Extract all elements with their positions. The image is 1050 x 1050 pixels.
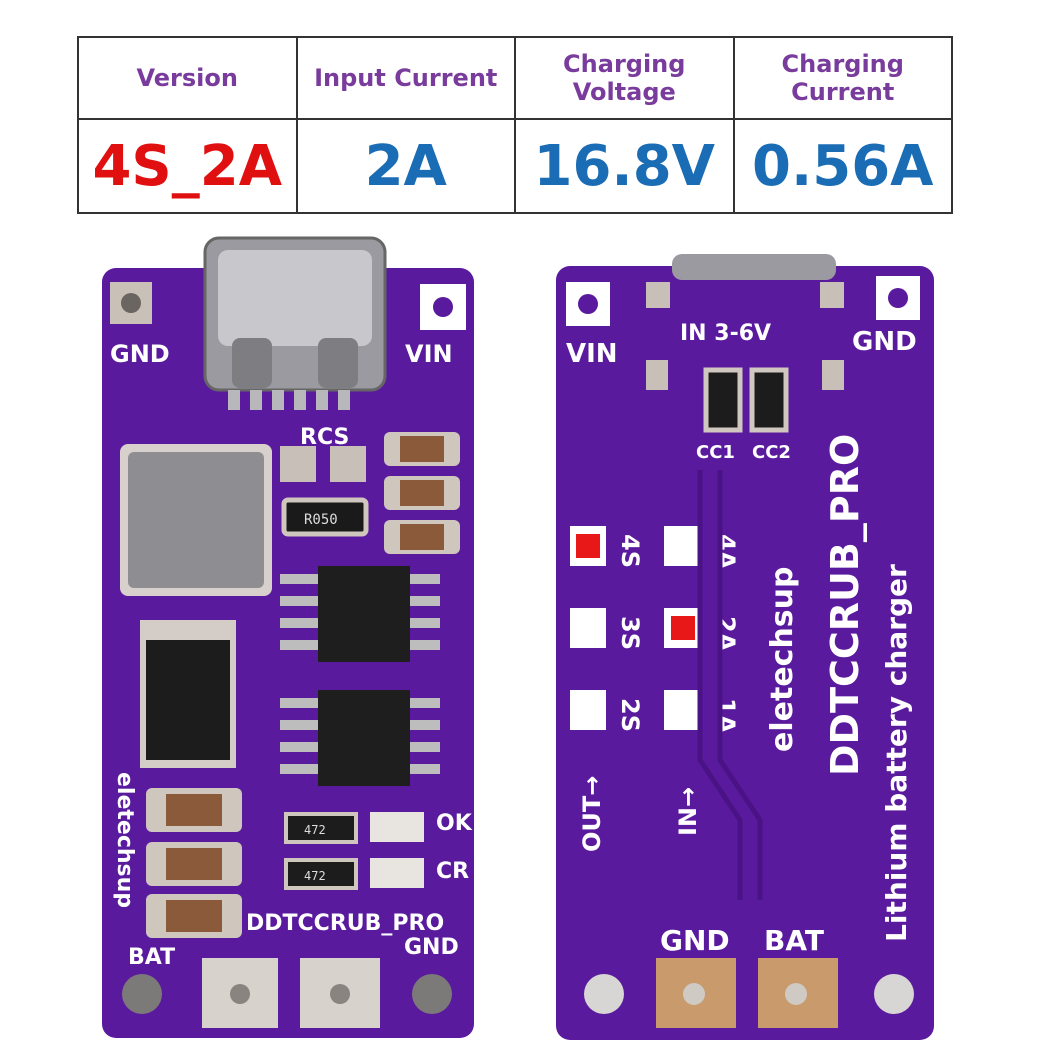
jumper-2s: [570, 690, 606, 730]
jumper-4a: [664, 526, 702, 566]
cc2-resistor: [749, 367, 789, 433]
value-version: 4S_2A: [77, 118, 298, 214]
front-model: DDTCCRUB_PRO: [246, 911, 444, 936]
front-gnd-label: GND: [110, 340, 170, 368]
svg-text:OK: OK: [436, 811, 473, 836]
value-charging-current: 0.56A: [732, 118, 953, 214]
ic-chip-1: [280, 566, 440, 662]
svg-text:3S: 3S: [616, 616, 644, 650]
jumper-4s-selected: [576, 534, 600, 558]
back-description: Lithium battery charger: [880, 564, 913, 942]
capacitors-right: [384, 432, 460, 554]
svg-text:OUT→: OUT→: [578, 776, 606, 852]
usb-c-pins: [228, 390, 350, 410]
svg-text:GND: GND: [660, 924, 730, 957]
ok-led: [370, 812, 424, 842]
svg-text:CC2: CC2: [752, 442, 791, 463]
svg-text:IN→: IN→: [674, 787, 702, 836]
svg-text:1A: 1A: [712, 698, 740, 734]
current-sense-resistor: [281, 497, 369, 537]
svg-text:VIN: VIN: [566, 339, 618, 369]
capacitors-left: [146, 788, 242, 938]
svg-text:CC1: CC1: [696, 442, 735, 463]
cr-led: [370, 858, 424, 888]
ic-chip-2: [280, 690, 440, 786]
cc1-resistor: [703, 367, 743, 433]
svg-text:R050: R050: [304, 512, 338, 528]
value-input-current: 2A: [295, 118, 516, 214]
front-board: GND VIN RCS R050: [102, 236, 474, 1038]
back-model: DDTCCRUB_PRO: [823, 434, 867, 776]
svg-text:BAT: BAT: [128, 945, 175, 970]
header-input-current: Input Current: [295, 36, 516, 120]
back-pcb: [556, 266, 934, 1040]
value-charging-voltage: 16.8V: [514, 118, 735, 214]
header-charging-voltage: Charging Voltage: [514, 36, 735, 120]
svg-text:4S: 4S: [616, 534, 644, 568]
svg-text:2S: 2S: [616, 698, 644, 732]
back-usb-edge: [672, 254, 836, 280]
front-brand: eletechsup: [112, 772, 137, 908]
svg-text:472: 472: [304, 823, 326, 837]
back-brand: eletechsup: [765, 567, 800, 753]
jumper-1a: [664, 690, 702, 730]
header-version: Version: [77, 36, 298, 120]
rcs-label: RCS: [300, 425, 349, 450]
svg-text:472: 472: [304, 869, 326, 883]
front-vin-label: VIN: [405, 340, 453, 368]
svg-text:GND: GND: [852, 327, 917, 357]
spec-table: Version Input Current Charging Voltage C…: [77, 36, 953, 214]
jumper-3s: [570, 608, 606, 648]
svg-text:BAT: BAT: [764, 924, 824, 957]
jumper-2a-selected: [671, 616, 695, 640]
svg-text:4A: 4A: [712, 534, 740, 570]
svg-text:IN 3-6V: IN 3-6V: [680, 321, 771, 346]
header-charging-current: Charging Current: [732, 36, 953, 120]
svg-text:CR: CR: [436, 859, 469, 884]
pcb-traces: [697, 470, 763, 900]
svg-text:2A: 2A: [712, 616, 740, 652]
svg-text:GND: GND: [404, 935, 459, 960]
back-board: VIN IN 3-6V GND CC1 CC2 4S 3S 2S 4A 2A 1…: [556, 254, 934, 1040]
